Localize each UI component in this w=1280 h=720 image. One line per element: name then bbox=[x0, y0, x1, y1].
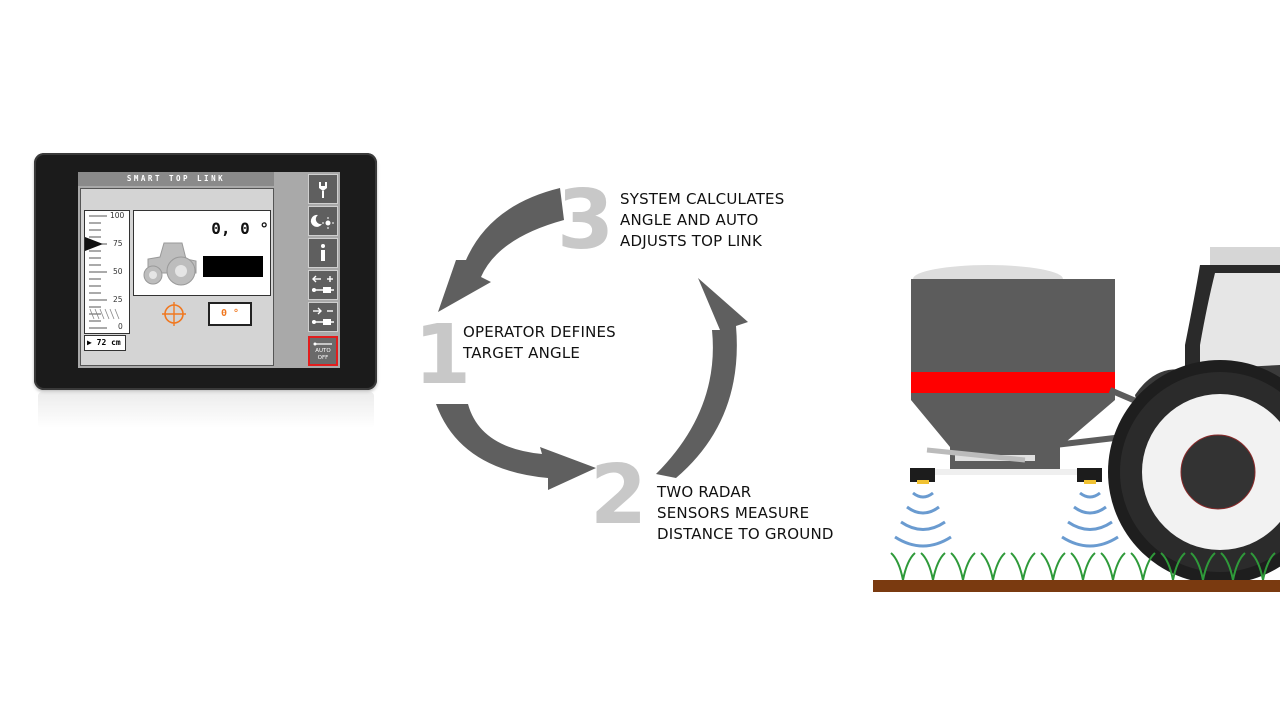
day-night-icon bbox=[310, 214, 334, 229]
step-number-2: 2 bbox=[590, 448, 648, 543]
step-2-description: TWO RADAR SENSORS MEASURE DISTANCE TO GR… bbox=[657, 482, 834, 545]
tractor-icon bbox=[143, 242, 197, 286]
lengthen-top-link-icon bbox=[312, 275, 334, 293]
status-bar bbox=[203, 256, 263, 277]
screen-title: SMART TOP LINK bbox=[78, 172, 274, 186]
radar-sensor-left bbox=[910, 468, 935, 484]
arrow-step1-to-step2 bbox=[436, 404, 596, 490]
step-1-line: TARGET ANGLE bbox=[463, 344, 581, 362]
spreader-illustration bbox=[873, 247, 1280, 592]
target-angle-field[interactable]: 0 ° bbox=[208, 302, 252, 326]
gauge-tick-label: 50 bbox=[113, 267, 123, 276]
step-3-line: SYSTEM CALCULATES bbox=[620, 190, 785, 208]
tractor-rear-wheel bbox=[1108, 360, 1280, 584]
step-1-description: OPERATOR DEFINES TARGET ANGLE bbox=[463, 322, 616, 364]
step-number-1: 1 bbox=[414, 308, 472, 403]
shorten-top-link-icon bbox=[312, 307, 334, 325]
hopper-red-band bbox=[911, 372, 1115, 393]
info-button[interactable] bbox=[308, 238, 338, 268]
soil bbox=[873, 580, 1280, 592]
radar-sensor-right bbox=[1077, 468, 1102, 484]
step-3-description: SYSTEM CALCULATES ANGLE AND AUTO ADJUSTS… bbox=[620, 189, 784, 252]
step-number-3: 3 bbox=[557, 173, 615, 268]
gauge-tick-label: 75 bbox=[113, 239, 123, 248]
angle-readout-panel bbox=[133, 210, 271, 296]
arrow-step3-to-step1 bbox=[438, 188, 564, 312]
wrench-icon bbox=[319, 182, 327, 198]
top-link-icon bbox=[313, 342, 332, 346]
target-icon bbox=[162, 302, 186, 326]
working-width-field[interactable]: ▶ 72 cm bbox=[84, 335, 126, 351]
gauge-tick-label: 0 bbox=[118, 322, 123, 331]
lengthen-button[interactable] bbox=[308, 270, 338, 300]
height-gauge: 100 75 50 25 0 bbox=[84, 210, 130, 334]
step-2-line: SENSORS MEASURE bbox=[657, 504, 810, 522]
step-3-line: ADJUSTS TOP LINK bbox=[620, 232, 763, 250]
auto-off-label: OFF bbox=[317, 355, 329, 361]
auto-mode-button[interactable]: AUTO OFF bbox=[308, 336, 338, 366]
settings-button[interactable] bbox=[308, 174, 338, 204]
radar-waves bbox=[894, 491, 1119, 548]
auto-label: AUTO bbox=[315, 348, 331, 354]
gauge-pointer bbox=[85, 237, 103, 251]
crop-plants bbox=[890, 552, 1276, 581]
step-3-line: ANGLE AND AUTO bbox=[620, 211, 759, 229]
gauge-tick-label: 100 bbox=[110, 211, 125, 220]
arrow-step2-to-step3 bbox=[656, 278, 748, 478]
day-night-button[interactable] bbox=[308, 206, 338, 236]
current-angle-value: 0, 0 ° bbox=[211, 219, 269, 238]
info-icon bbox=[321, 244, 325, 261]
shorten-button[interactable] bbox=[308, 302, 338, 332]
gauge-tick-label: 25 bbox=[113, 295, 123, 304]
step-2-line: DISTANCE TO GROUND bbox=[657, 525, 834, 543]
step-1-line: OPERATOR DEFINES bbox=[463, 323, 616, 341]
step-2-line: TWO RADAR bbox=[657, 483, 752, 501]
terminal-reflection bbox=[38, 392, 374, 428]
gauge-scale bbox=[85, 215, 120, 329]
